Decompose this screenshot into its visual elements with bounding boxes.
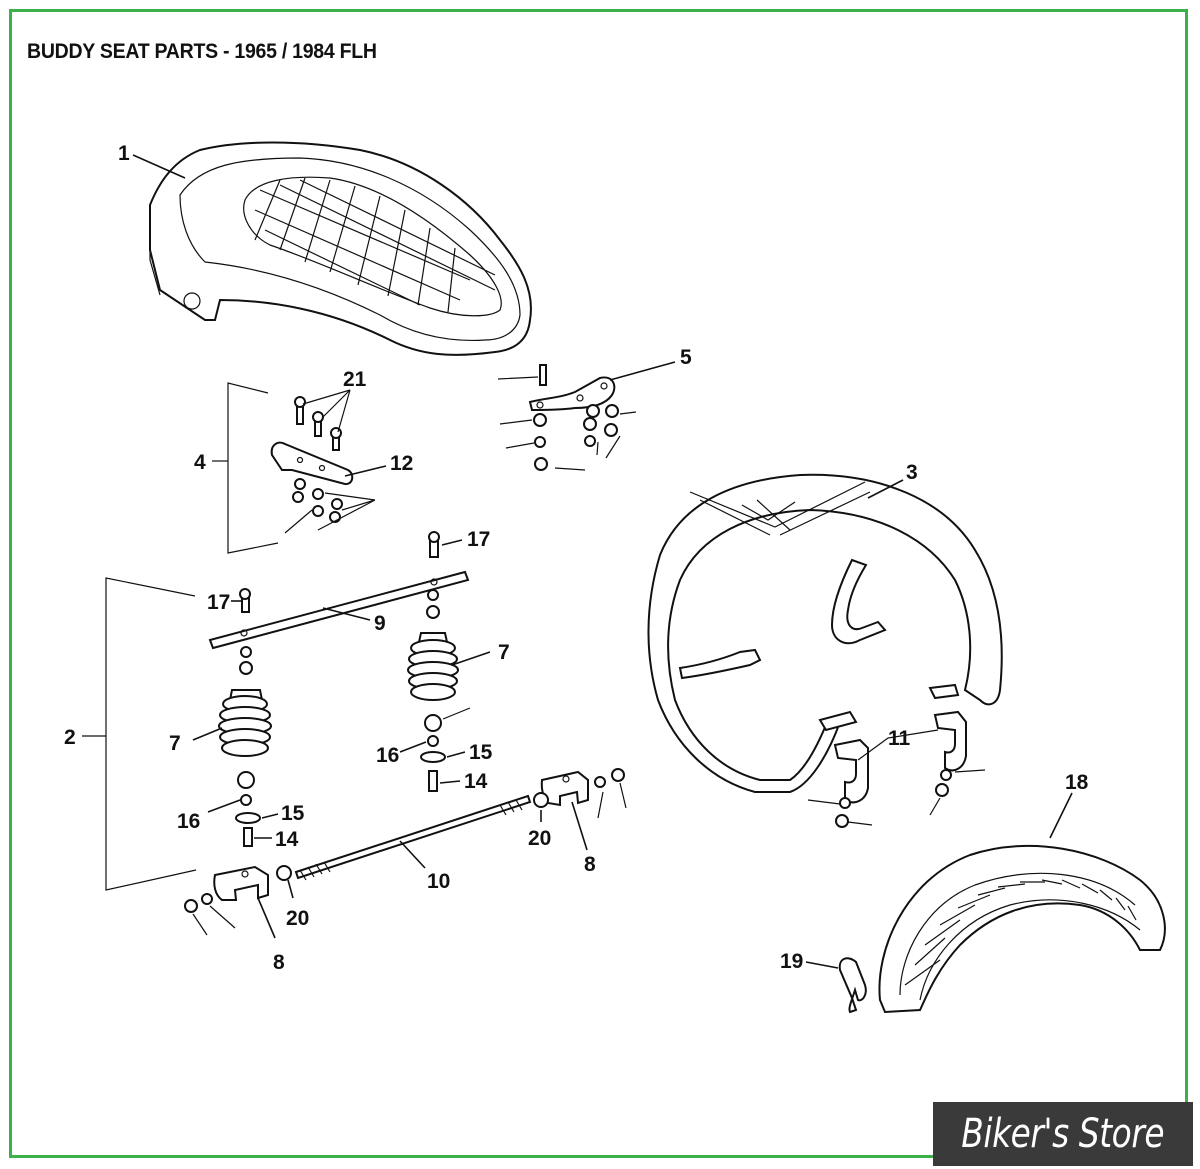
callout-16-right: 16 <box>376 744 399 767</box>
brand-logo: Biker's Store <box>933 1102 1193 1166</box>
crossbar-part-9 <box>208 570 470 650</box>
callout-15-left: 15 <box>281 802 305 825</box>
callout-10: 10 <box>427 870 450 893</box>
backrest-pad-part-18 <box>878 844 1166 1014</box>
callout-7-left: 7 <box>169 732 181 755</box>
callout-20-left: 20 <box>286 907 309 930</box>
callout-17-left: 17 <box>207 591 230 614</box>
callout-20-right: 20 <box>528 827 551 850</box>
spring-part-7-right <box>407 589 459 792</box>
callout-12: 11 <box>888 727 911 750</box>
mount-part-8-right <box>533 768 625 808</box>
spring-part-7-left <box>218 646 272 847</box>
callout-4: 4 <box>194 451 206 474</box>
callout-19: 19 <box>780 950 803 973</box>
bracket-part-5 <box>528 364 619 471</box>
bracket-part-11 <box>270 396 354 523</box>
callout-2: 2 <box>64 726 76 749</box>
callout-1: 1 <box>118 142 130 165</box>
callout-8-left: 8 <box>273 951 285 974</box>
callout-5: 5 <box>680 346 692 369</box>
callout-18: 18 <box>1065 771 1089 794</box>
callout-7-right: 7 <box>498 641 510 664</box>
rod-part-10 <box>294 794 532 881</box>
callout-11: 12 <box>390 452 413 475</box>
callout-14-right: 14 <box>464 770 488 793</box>
frame-part-3 <box>647 473 1003 793</box>
callout-8-right: 8 <box>584 853 596 876</box>
clip-part-19 <box>838 957 867 1014</box>
callout-9: 9 <box>374 612 386 635</box>
callout-3: 3 <box>906 461 918 484</box>
bolt-part-17 <box>239 531 440 613</box>
callout-17-top: 17 <box>467 528 490 551</box>
callout-14-left: 14 <box>275 828 299 851</box>
diagram-title: BUDDY SEAT PARTS - 1965 / 1984 FLH <box>27 40 377 63</box>
mount-part-8-left <box>184 865 292 913</box>
callout-15-right: 15 <box>469 741 493 764</box>
callout-16-left: 16 <box>177 810 200 833</box>
bracket-part-12 <box>833 710 967 828</box>
seat-part-1 <box>149 141 532 356</box>
brand-logo-text: Biker's Store <box>961 1111 1165 1157</box>
callout-21: 21 <box>343 368 367 391</box>
